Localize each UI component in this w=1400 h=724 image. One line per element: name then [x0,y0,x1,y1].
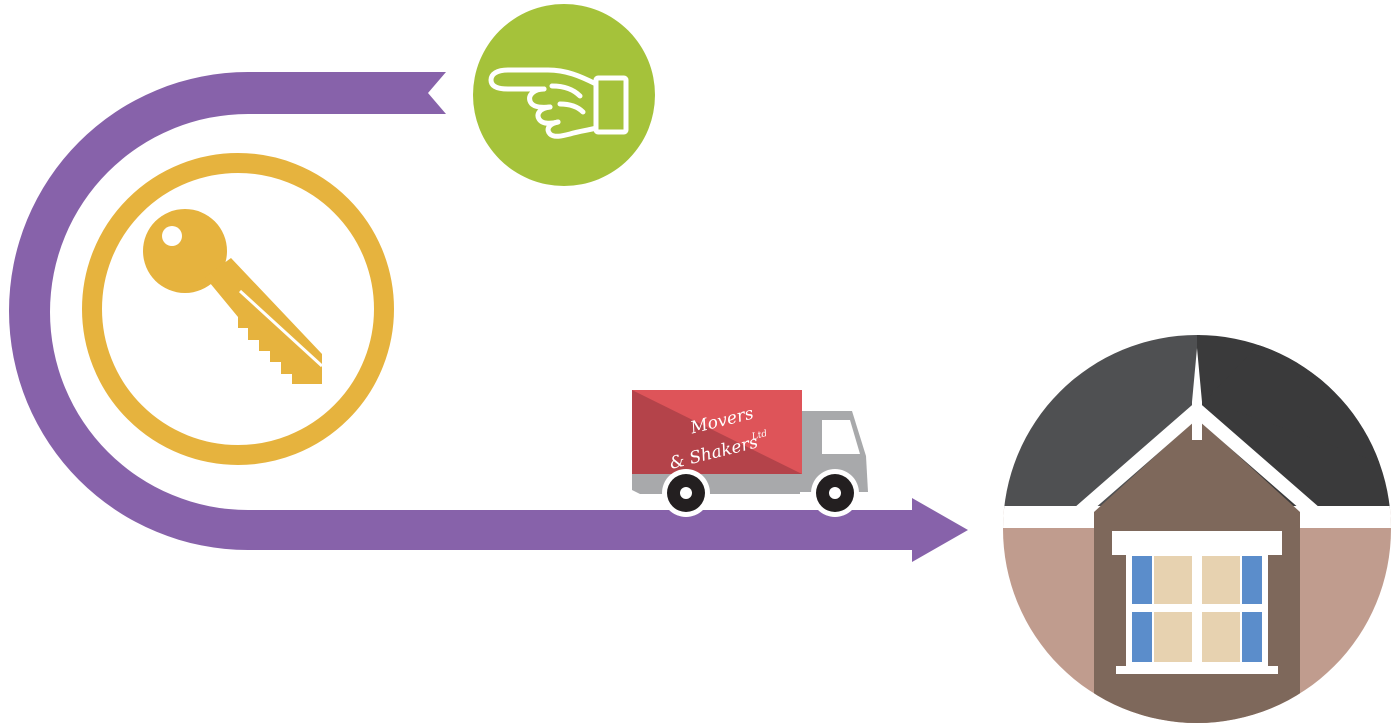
truck-wheel-front [811,469,859,517]
house-icon [1000,330,1400,724]
moving-truck-icon: Movers & Shakers Ltd [632,390,868,517]
journey-arrowhead [912,498,968,562]
pointing-hand-icon [473,4,655,186]
key-icon [92,163,384,455]
truck-wheel-rear [662,469,710,517]
